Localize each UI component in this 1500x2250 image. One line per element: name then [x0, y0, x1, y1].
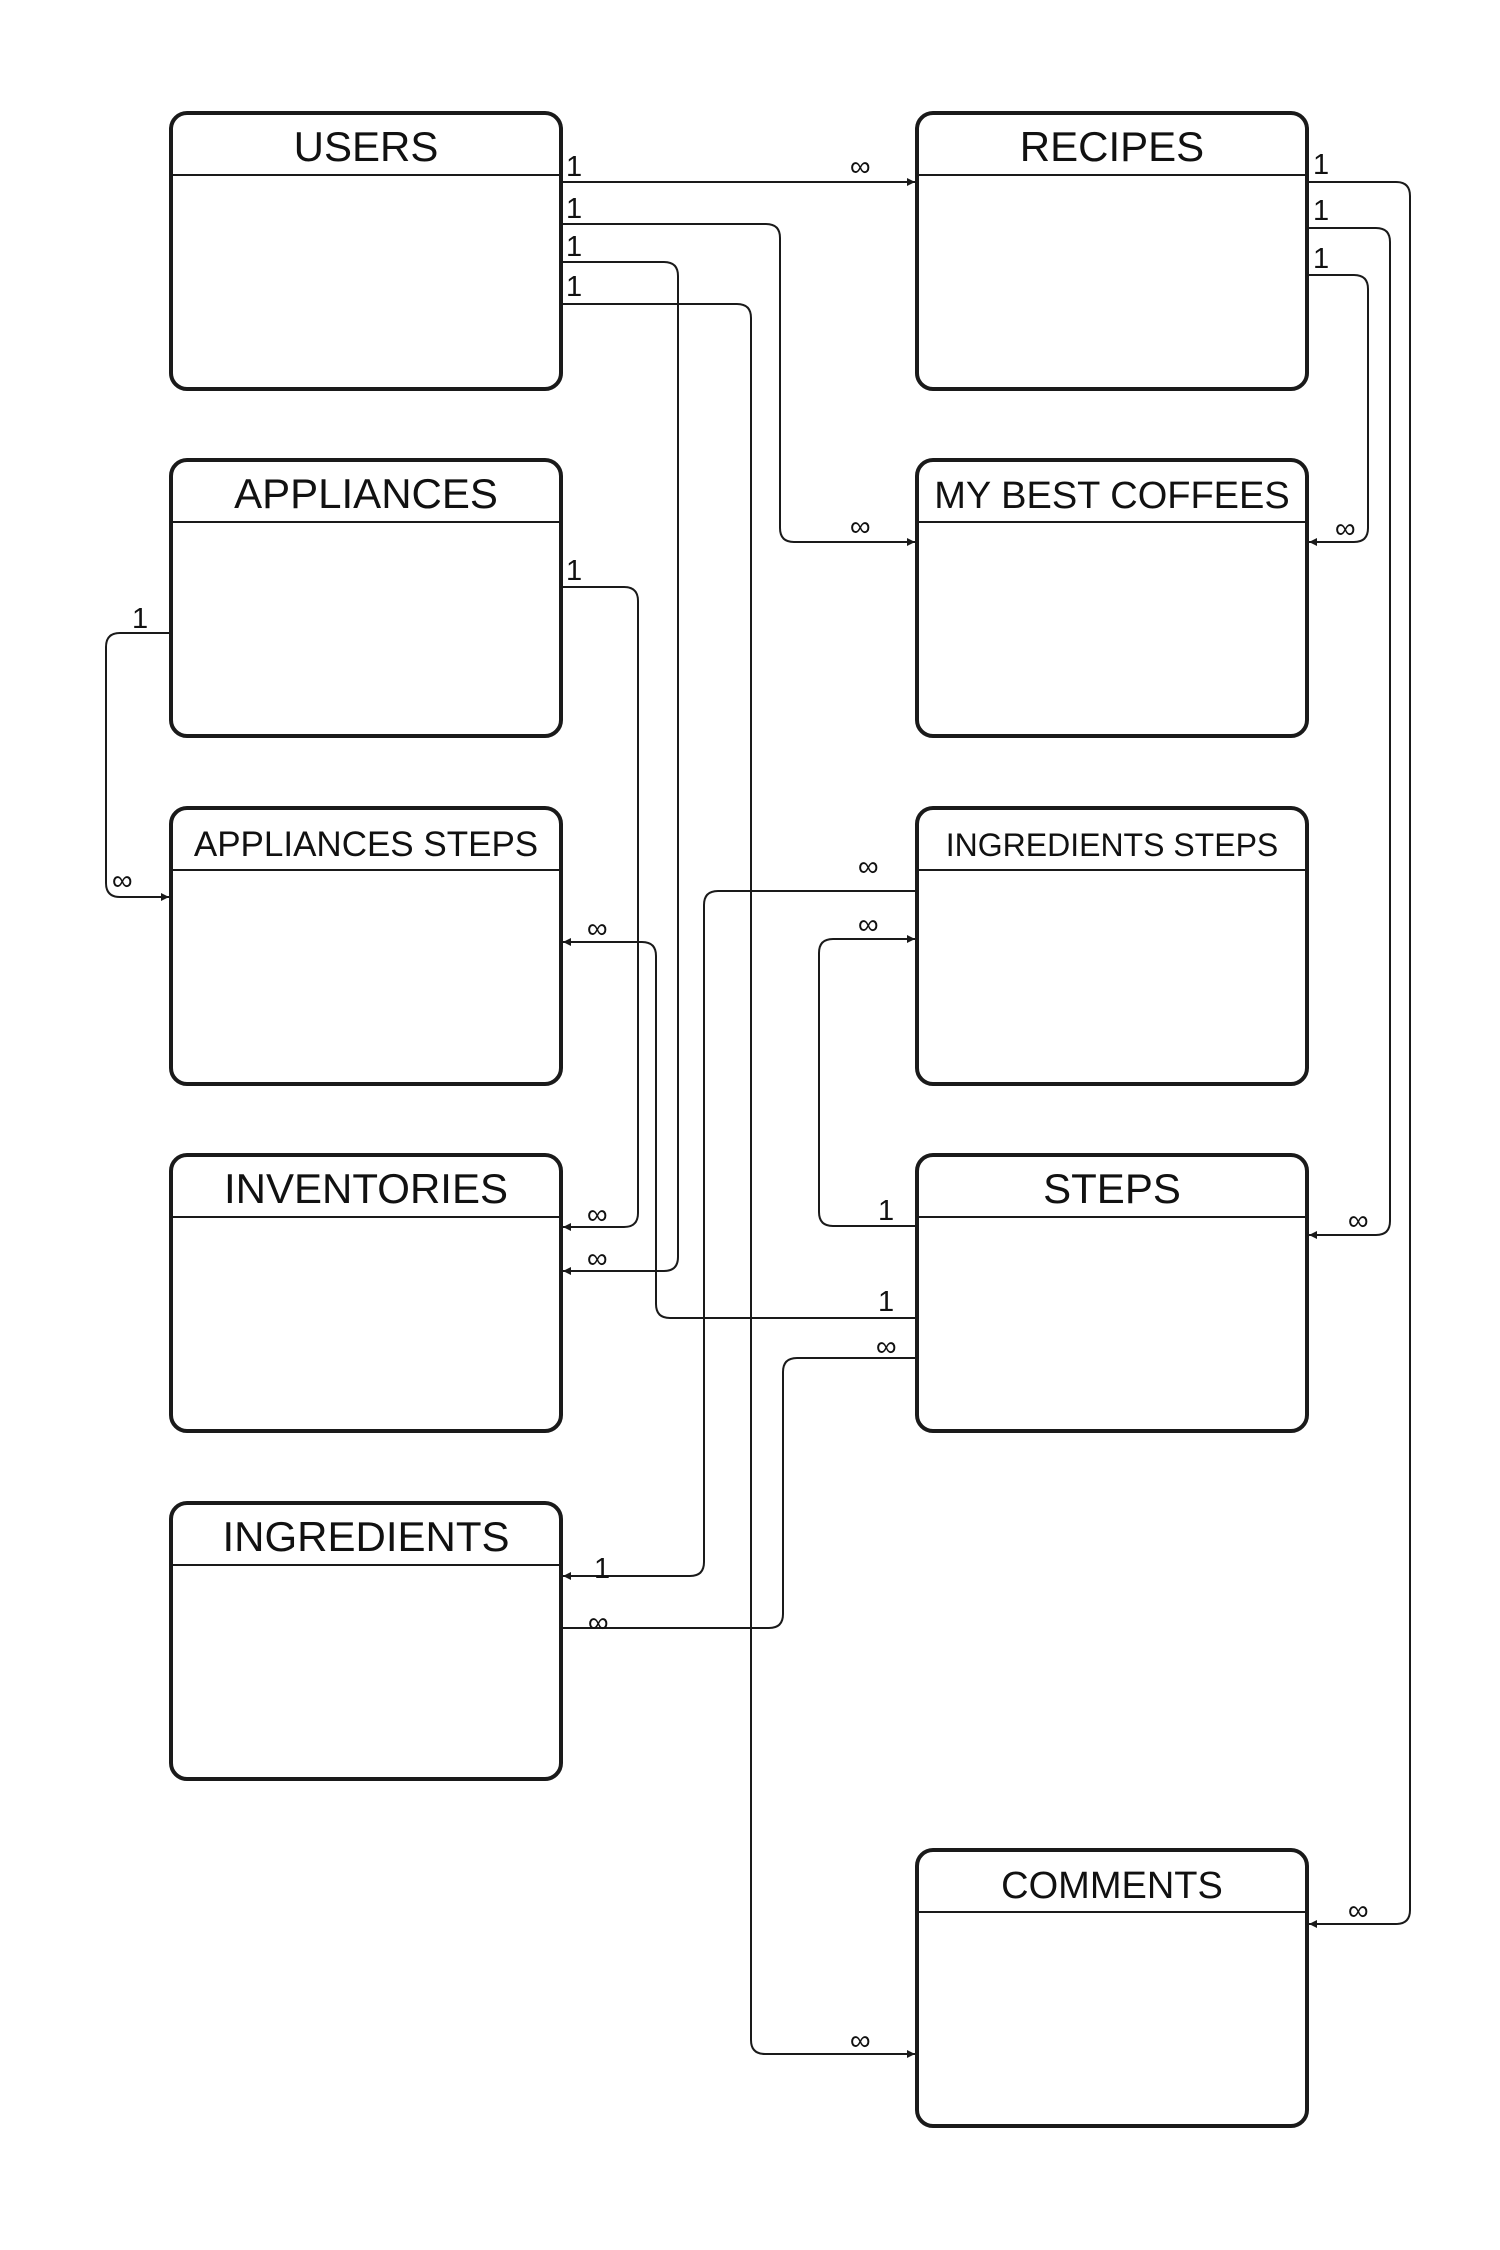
cardinality-one-label: 1 — [566, 555, 582, 587]
cardinality-one-label: 1 — [878, 1195, 894, 1227]
entity-steps[interactable]: STEPS — [915, 1153, 1309, 1433]
entity-title: INGREDIENTS — [222, 1513, 509, 1560]
entity-inventories[interactable]: INVENTORIES — [169, 1153, 563, 1433]
cardinality-many-label: ∞ — [112, 865, 133, 897]
entity-box — [915, 806, 1309, 1086]
entity-title: USERS — [294, 123, 439, 170]
cardinality-one-label: 1 — [566, 271, 582, 303]
entity-box — [915, 458, 1309, 738]
cardinality-one-label: 1 — [1313, 149, 1329, 181]
entity-appliances-steps[interactable]: APPLIANCES STEPS — [169, 806, 563, 1086]
entity-title: RECIPES — [1020, 123, 1204, 170]
connector-users-inventories — [560, 261, 679, 1275]
entity-title: INVENTORIES — [224, 1165, 508, 1212]
cardinality-one-label: 1 — [1313, 243, 1329, 275]
entity-box — [169, 1501, 563, 1781]
cardinality-many-label: ∞ — [850, 511, 871, 543]
entity-my-best-coffees[interactable]: MY BEST COFFEES — [915, 458, 1309, 738]
cardinality-many-label: ∞ — [1348, 1895, 1369, 1927]
cardinality-many-label: ∞ — [588, 1607, 609, 1639]
cardinality-one-label: 1 — [878, 1286, 894, 1318]
entity-title: STEPS — [1043, 1165, 1181, 1212]
connector-users-my-best-coffees — [560, 223, 916, 546]
cardinality-many-label: ∞ — [1348, 1205, 1369, 1237]
entity-title: MY BEST COFFEES — [934, 475, 1289, 517]
entity-users[interactable]: USERS — [169, 111, 563, 391]
connector-recipes-comments — [1306, 181, 1411, 1928]
entity-title: APPLIANCES — [234, 470, 498, 517]
entity-box — [169, 1153, 563, 1433]
entity-box — [915, 111, 1309, 391]
connector-appliances-appliances-steps — [105, 632, 172, 901]
cardinality-one-label: 1 — [594, 1553, 610, 1585]
connector-appliances-inventories — [560, 586, 639, 1231]
cardinality-one-label: 1 — [566, 231, 582, 263]
entity-ingredients-steps[interactable]: INGREDIENTS STEPS — [915, 806, 1309, 1086]
entity-box — [169, 458, 563, 738]
connector-ingredients-steps — [560, 1357, 918, 1629]
cardinality-many-label: ∞ — [876, 1331, 897, 1363]
connector-steps-ingredients-steps — [818, 935, 918, 1227]
entity-box — [169, 111, 563, 391]
connector-users-comments — [560, 303, 916, 2058]
entity-box — [169, 806, 563, 1086]
cardinality-one-label: 1 — [132, 603, 148, 635]
entity-comments[interactable]: COMMENTS — [915, 1848, 1309, 2128]
cardinality-many-label: ∞ — [850, 151, 871, 183]
entity-title: APPLIANCES STEPS — [194, 825, 538, 864]
entity-recipes[interactable]: RECIPES — [915, 111, 1309, 391]
cardinality-one-label: 1 — [566, 151, 582, 183]
connector-ingredients-ingredients-steps — [562, 890, 918, 1580]
cardinality-many-label: ∞ — [1335, 513, 1356, 545]
cardinality-many-label: ∞ — [587, 913, 608, 945]
cardinality-many-label: ∞ — [587, 1243, 608, 1275]
cardinality-one-label: 1 — [1313, 195, 1329, 227]
entity-title: INGREDIENTS STEPS — [946, 827, 1279, 863]
connector-recipes-my-best-coffees — [1306, 274, 1369, 546]
cardinality-one-label: 1 — [566, 193, 582, 225]
cardinality-many-label: ∞ — [858, 909, 879, 941]
entity-ingredients[interactable]: INGREDIENTS — [169, 1501, 563, 1781]
entity-title: COMMENTS — [1001, 1865, 1223, 1907]
connector-steps-appliances-steps — [562, 938, 918, 1319]
cardinality-many-label: ∞ — [858, 851, 879, 883]
cardinality-many-label: ∞ — [850, 2025, 871, 2057]
entity-appliances[interactable]: APPLIANCES — [169, 458, 563, 738]
entity-box — [915, 1848, 1309, 2128]
entity-box — [915, 1153, 1309, 1433]
cardinality-many-label: ∞ — [587, 1199, 608, 1231]
connector-recipes-steps — [1306, 227, 1391, 1239]
